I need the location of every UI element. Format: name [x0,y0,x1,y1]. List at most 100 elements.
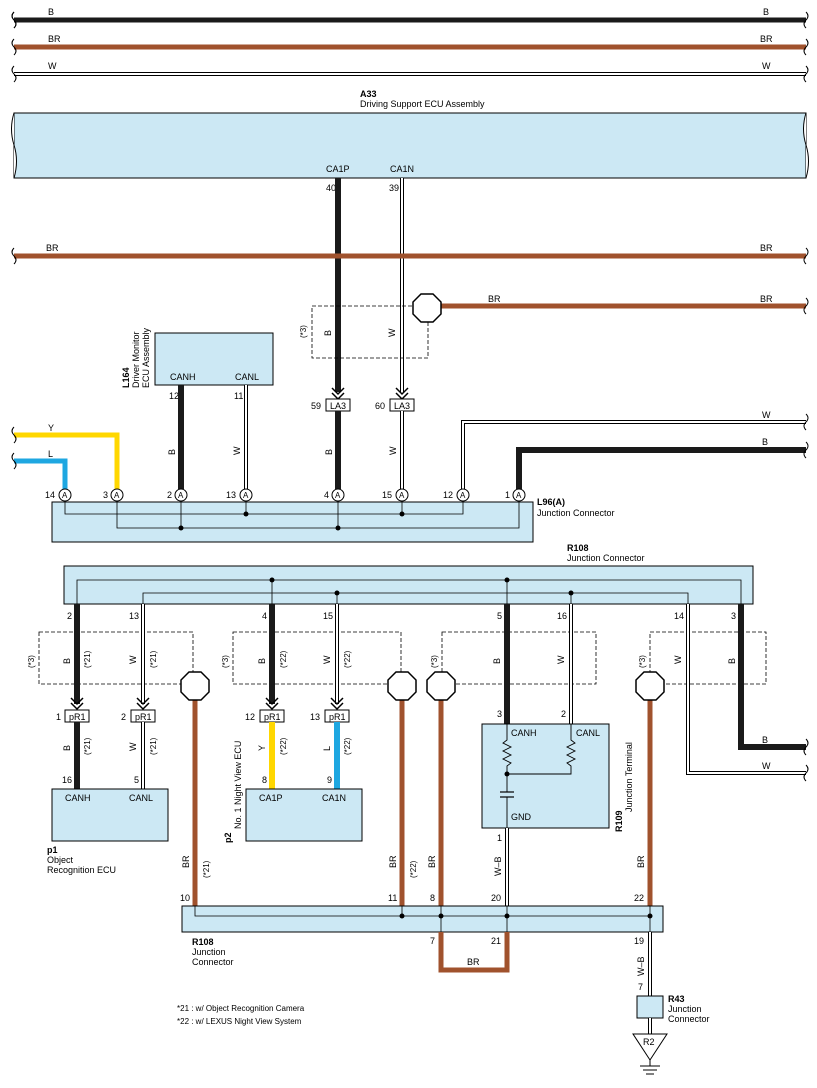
p1-canl: CANL [129,793,153,803]
opt3-label-upper: (*3) [299,325,308,338]
r108-top-pin-4: 4 [262,611,267,621]
wire-br-label-4: BR [636,855,646,868]
wire-w-label-p2-top: W [322,655,332,664]
la3-pin-60: 60 [375,401,385,411]
left-y-label: Y [48,423,54,433]
top-bus-w-label-right: W [762,61,771,71]
pr1-pin-2: 2 [121,712,126,722]
a33-pin-39: 39 [389,183,399,193]
r108-bottom-name-1: Junction [192,947,226,957]
opt21-label-2: (*21) [149,650,158,668]
wire-b-label-r109: B [492,658,502,664]
p2-ecu: CA1P CA1N p2 No. 1 Night View ECU [223,741,363,843]
r43-connector: R43 Junction Connector [636,994,710,1034]
r43-name-1: Junction [668,1004,702,1014]
p2-pin-9: 9 [327,775,332,785]
p1-pin-16: 16 [62,775,72,785]
r109-code: R109 [614,810,624,832]
shield-br-label: BR [488,294,501,304]
la3-connectors: LA3 LA3 59 60 [311,387,415,412]
r108-top-name: Junction Connector [567,553,645,563]
p2-ca1p: CA1P [259,793,283,803]
r108-bottom-pin-7: 7 [430,936,435,946]
l164-canl: CANL [235,372,259,382]
pr1-pin-13: 13 [310,712,320,722]
l96-pin-1: 1 [505,490,510,500]
opt22-label-3: (*22) [279,737,288,755]
r108-bottom-pin-19: 19 [634,936,644,946]
mid-br-label-right: BR [760,243,773,253]
r109-canl: CANL [576,728,600,738]
p1-pin-5: 5 [134,775,139,785]
l96-pin-tag: A [114,491,120,500]
la3-label-b: LA3 [330,401,346,411]
pr1-connectors: pR1 pR1 pR1 pR1 1 2 12 13 [56,697,350,723]
r43-pin-7: 7 [638,982,643,992]
r108-bottom-pin-22: 22 [634,893,644,903]
opt3-label-p1: (*3) [27,655,36,668]
l96-code: L96(A) [537,497,565,507]
wire-y-label-p2: Y [257,745,267,751]
ground-code: R2 [643,1037,655,1047]
l96-pin-tag: A [62,491,68,500]
p1-name-1: Object [47,855,74,865]
r108-bottom-pin-21: 21 [491,936,501,946]
l96-pin-14: 14 [45,490,55,500]
p2-ca1n: CA1N [322,793,346,803]
l96-pin-2: 2 [167,490,172,500]
r109-junction: CANH CANL GND R109 Junction Terminal [481,723,634,832]
l96-pin-12: 12 [443,490,453,500]
pr1-label-3: pR1 [264,712,281,722]
opt22-label-1: (*22) [279,650,288,668]
l164-name-2: ECU Assembly [141,327,151,388]
opt22-label-4: (*22) [343,737,352,755]
a33-ca1n: CA1N [390,164,414,174]
mid-br-label-left: BR [46,243,59,253]
l96-pin-tag: A [178,491,184,500]
p2-name: No. 1 Night View ECU [233,741,243,829]
r108-top-pin-3: 3 [731,611,736,621]
l96-connector: L96(A) Junction Connector [51,497,615,543]
top-bus-br-label-left: BR [48,34,61,44]
l164-code: L164 [121,367,131,388]
wire-w-label-l164: W [232,446,242,455]
note-22: *22 : w/ LEXUS Night View System [177,1017,302,1026]
wire-wb-label-r109: W–B [493,856,503,876]
wire-w-label-right: W [673,655,683,664]
p1-ecu: CANH CANL p1 Object Recognition ECU [47,788,169,875]
wire-w-label-p1-top: W [128,655,138,664]
l164-canh: CANH [170,372,196,382]
wire-b-label-l164: B [167,449,177,455]
opt3-label-r109: (*3) [430,655,439,668]
right-w-exit-label: W [762,761,771,771]
p1-code: p1 [47,845,58,855]
pr1-pin-12: 12 [245,712,255,722]
a33-ecu: A33 Driving Support ECU Assembly CA1P CA… [11,89,809,179]
opt3-label-p2: (*3) [221,655,230,668]
r108-top-pin-13: 13 [129,611,139,621]
la3-pin-59: 59 [311,401,321,411]
br-loop-label: BR [467,957,480,967]
l96-name: Junction Connector [537,508,615,518]
wire-br-label-3: BR [427,855,437,868]
pr1-pin-1: 1 [56,712,61,722]
top-bus: B B BR BR W W [11,7,809,83]
r108-top-pin-16: 16 [557,611,567,621]
shield-ground-r109 [426,671,456,701]
wire-b-label-right: B [727,658,737,664]
l164-pin-12: 12 [169,391,179,401]
opt22-label-5: (*22) [409,860,418,878]
shield-boxes-lower: (*3) (*3) (*3) (*3) [27,631,767,685]
wire-br-label-1: BR [181,855,191,868]
right-wires-r108: W B B W [673,604,809,782]
top-bus-br-label-right: BR [760,34,773,44]
a33-pin-40: 40 [326,183,336,193]
r108-top-pin-14: 14 [674,611,684,621]
r108-bottom-connector: R108 Junction Connector 10 11 8 20 22 7 … [180,893,664,967]
right-w-label: W [762,410,771,420]
a33-code: A33 [360,89,377,99]
a33-name: Driving Support ECU Assembly [360,99,485,109]
r109-pin-2: 2 [561,709,566,719]
right-wires-l96: W B [461,410,809,489]
note-21: *21 : w/ Object Recognition Camera [177,1004,305,1013]
